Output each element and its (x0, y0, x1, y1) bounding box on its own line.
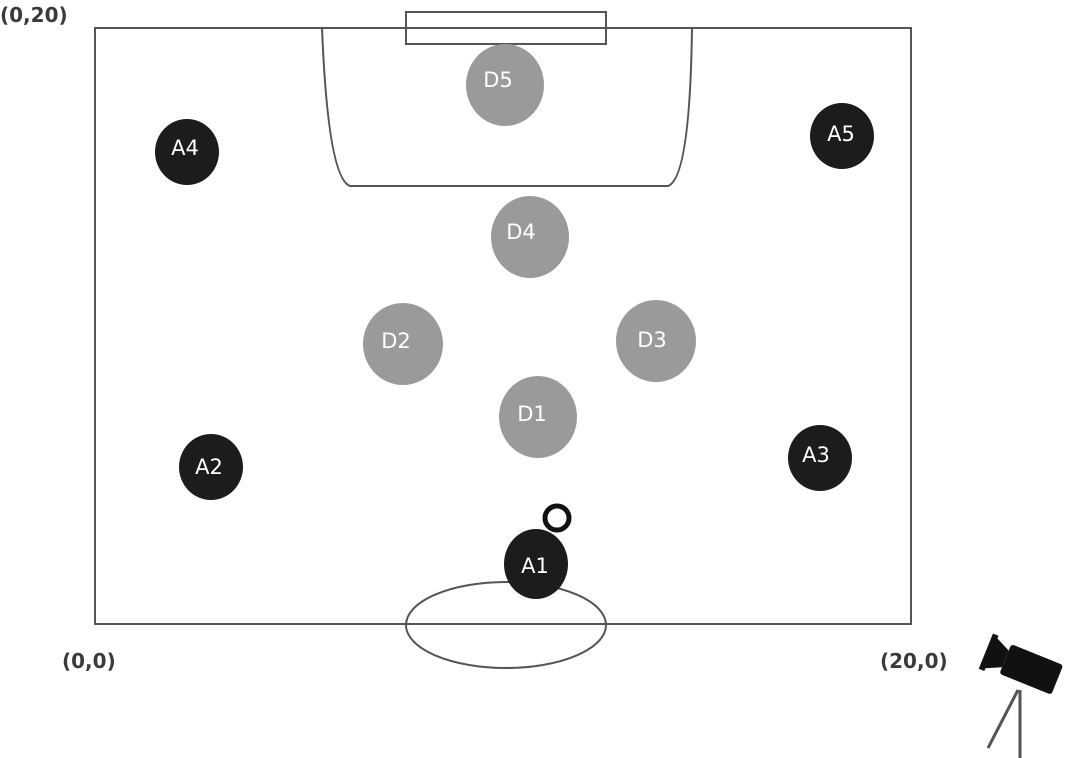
defender-d3: D3 (616, 300, 696, 382)
penalty-area (321, 27, 693, 187)
attacker-marker (504, 529, 568, 599)
defender-marker (499, 376, 577, 458)
attacker-marker (155, 119, 219, 185)
attacker-marker (179, 434, 243, 500)
attacker-a5: A5 (810, 103, 874, 169)
defender-d1: D1 (499, 376, 577, 458)
defender-label: D5 (483, 68, 513, 92)
attacker-a3: A3 (788, 425, 852, 491)
attacker-marker (788, 425, 852, 491)
pitch-boundary (94, 27, 912, 625)
defender-label: D2 (381, 329, 411, 353)
defender-label: D1 (517, 402, 547, 426)
corner-label-bottom-right: (20,0) (880, 649, 948, 673)
defender-marker (466, 44, 544, 126)
ball-icon (542, 503, 572, 533)
defender-marker (363, 303, 443, 385)
defender-label: D3 (637, 328, 667, 352)
defender-d5: D5 (466, 44, 544, 126)
attacker-label: A2 (195, 455, 223, 479)
goal (405, 11, 607, 45)
defender-label: D4 (506, 220, 536, 244)
attacker-marker (810, 103, 874, 169)
attacker-label: A1 (521, 554, 549, 578)
defender-marker (616, 300, 696, 382)
attacker-a1: A1 (504, 529, 568, 599)
center-circle (405, 581, 607, 669)
attacker-label: A5 (827, 122, 855, 146)
defender-d4: D4 (491, 196, 569, 278)
corner-label-bottom-left: (0,0) (62, 649, 116, 673)
corner-label-top-left: (0,20) (0, 3, 68, 27)
attacker-a4: A4 (155, 119, 219, 185)
attacker-label: A4 (171, 136, 199, 160)
attacker-label: A3 (802, 443, 830, 467)
defender-marker (491, 196, 569, 278)
video-camera-icon (978, 633, 1063, 758)
attacker-a2: A2 (179, 434, 243, 500)
defender-d2: D2 (363, 303, 443, 385)
